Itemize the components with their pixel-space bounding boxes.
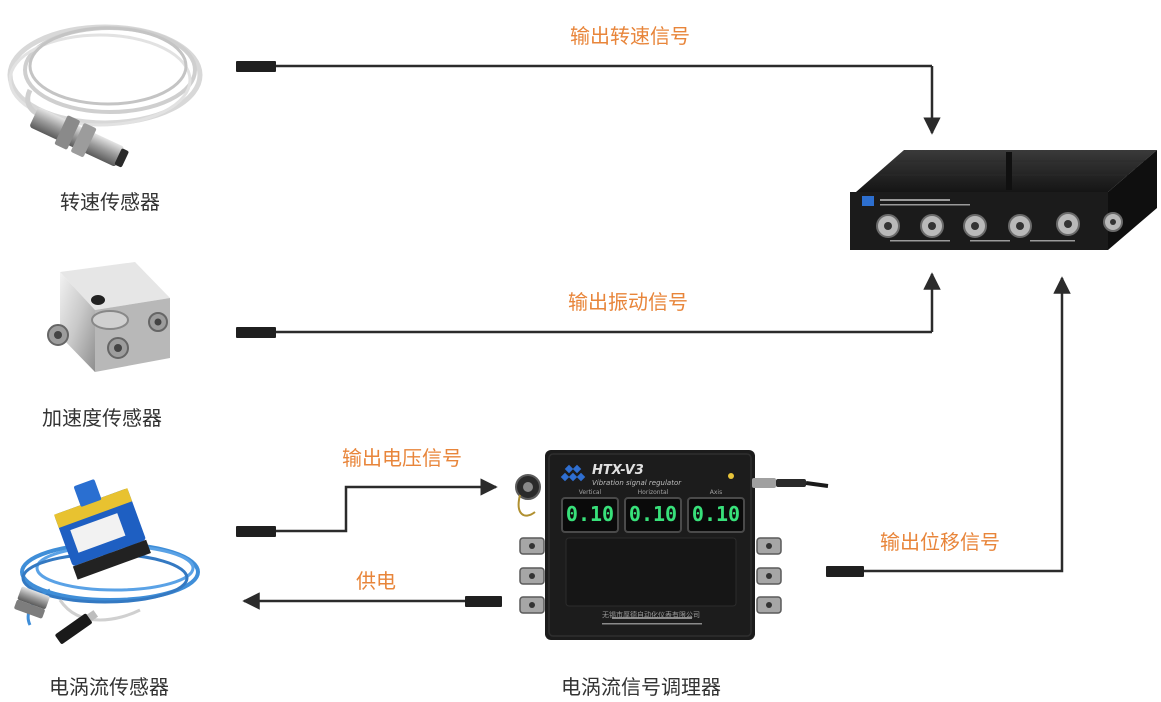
eddy-sensor-label: 电涡流传感器 — [49, 675, 169, 699]
speed-signal-label: 输出转速信号 — [570, 24, 690, 48]
speed-cable-end — [236, 61, 276, 72]
conditioner-manufacturer: 无锡市厚德自动化仪表有限公司 — [602, 611, 700, 619]
voltage-signal-label: 输出电压信号 — [342, 446, 462, 470]
displacement-signal-label: 输出位移信号 — [880, 530, 1000, 554]
vibration-cable-end — [236, 327, 276, 338]
signal-conditioner-icon — [515, 450, 829, 640]
display-horizontal-value: 0.10 — [628, 502, 678, 526]
speed-signal-line — [276, 64, 941, 135]
power-cable-end — [465, 596, 502, 607]
conditioner-model: HTX-V3 — [592, 463, 644, 478]
display-axis-value: 0.10 — [691, 502, 741, 526]
accel-sensor-label: 加速度传感器 — [42, 406, 162, 430]
coiled-cable-speed-probe-icon — [7, 24, 203, 168]
channel-name-axis: Axis — [709, 489, 723, 496]
vibration-signal-line — [276, 272, 941, 334]
channel-name-horizontal: Horizontal — [637, 489, 669, 496]
displacement-cable-end — [826, 566, 864, 577]
voltage-signal-line — [276, 478, 498, 533]
eddy-current-probe-icon — [14, 479, 200, 644]
speed-sensor-label: 转速传感器 — [60, 190, 160, 214]
conditioner-label: 电涡流信号调理器 — [561, 675, 721, 699]
display-vertical-value: 0.10 — [565, 502, 615, 526]
triaxial-accelerometer-icon — [47, 262, 170, 372]
displacement-signal-line — [864, 276, 1071, 573]
power-label: 供电 — [356, 569, 396, 593]
channel-name-vertical: Vertical — [578, 489, 602, 496]
eddy-cable-end — [236, 526, 276, 537]
data-acquisition-box-icon — [850, 150, 1157, 250]
conditioner-subtitle: Vibration signal regulator — [592, 479, 682, 487]
vibration-signal-label: 输出振动信号 — [568, 290, 688, 314]
